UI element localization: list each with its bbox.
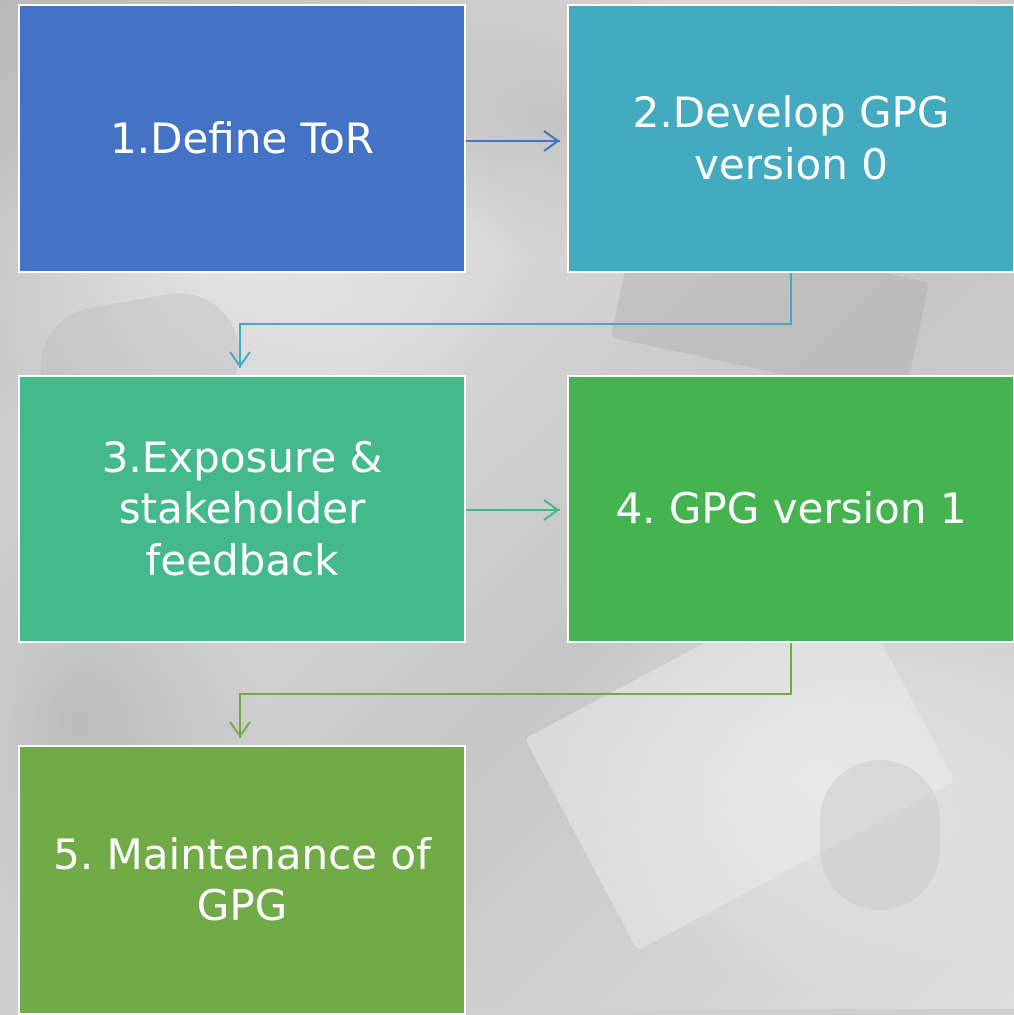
step-label: 4. GPG version 1 [615,484,967,534]
step-5-maintenance-of-gpg: 5. Maintenance of GPG [18,745,466,1015]
step-1-define-tor: 1.Define ToR [18,4,466,273]
step-3-exposure-stakeholder-feedback: 3.Exposure & stakeholder feedback [18,375,466,643]
step-label: 1.Define ToR [110,113,374,163]
step-2-develop-gpg-version-0: 2.Develop GPG version 0 [567,4,1014,273]
step-label: 3.Exposure & stakeholder feedback [101,433,383,585]
step-label: 2.Develop GPG version 0 [632,88,950,189]
step-label: 5. Maintenance of GPG [53,829,431,930]
background-shape [820,760,940,910]
step-4-gpg-version-1: 4. GPG version 1 [567,375,1014,643]
